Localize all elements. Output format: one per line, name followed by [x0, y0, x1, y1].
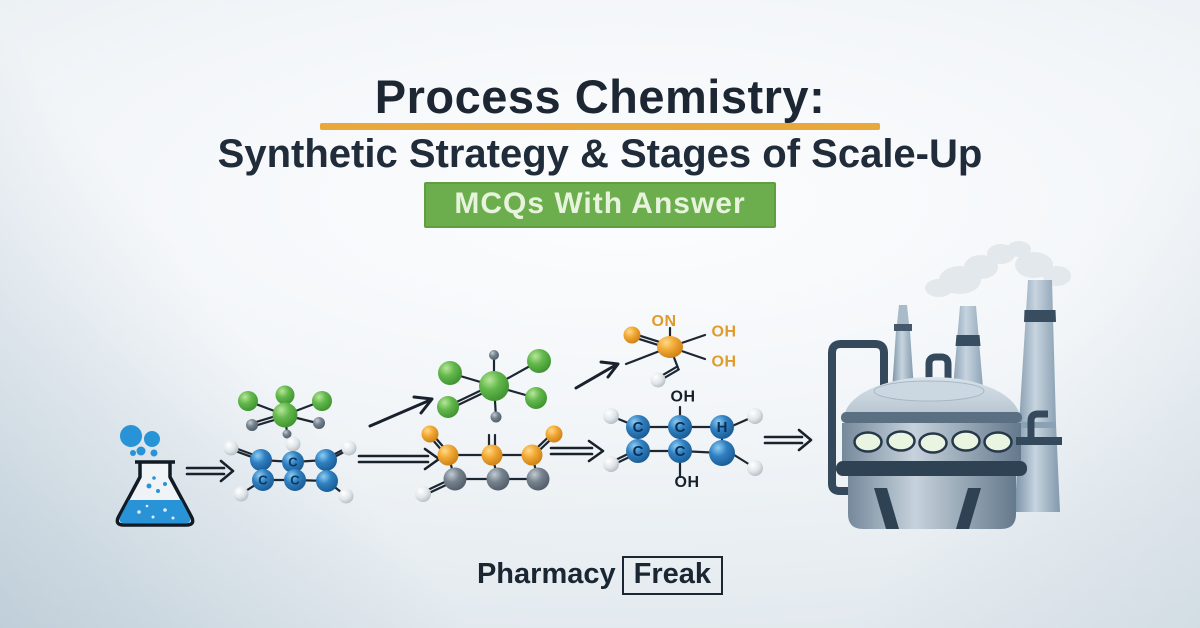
atom-label: C [675, 443, 686, 460]
molecule-green-small-icon [238, 385, 332, 439]
double-arrow-icon [549, 439, 605, 463]
vessel-handle [925, 353, 952, 381]
chimney-small [892, 305, 914, 390]
atom-label: C [633, 419, 644, 436]
flask-liquid [119, 500, 191, 524]
molecule-green-large-icon [437, 349, 551, 423]
flask-icon [115, 425, 195, 527]
smokestack-tall [1015, 280, 1060, 512]
atom-label: C [290, 473, 300, 488]
molecule-orange-slate-icon [415, 425, 563, 502]
atom-label: OH [675, 474, 700, 491]
double-arrow-icon [763, 428, 813, 452]
factory-illustration [828, 241, 1071, 529]
header: Process Chemistry: Synthetic Strategy & … [0, 70, 1200, 229]
brand-suffix: Freak [621, 556, 724, 595]
molecule-blue-hydroxyl-icon: OH OH C C H C C [603, 389, 763, 491]
molecule-blue-carbon-icon: C C C [223, 436, 357, 504]
diagonal-arrow-icon [574, 360, 620, 390]
reactor-vessel [836, 353, 1027, 529]
atom-label: C [633, 443, 644, 460]
atom-label: C [288, 455, 298, 470]
title-underline [320, 123, 880, 131]
atom-label: C [258, 473, 268, 488]
page-title: Process Chemistry: [374, 70, 826, 123]
smoke-icon [925, 241, 1071, 297]
double-arrow-icon [185, 459, 235, 483]
pipe-left [828, 340, 888, 495]
atom-label: OH [671, 389, 696, 406]
page-subtitle: Synthetic Strategy & Stages of Scale-Up [217, 132, 983, 177]
molecule-orange-labeled-icon: ON OH OH [623, 313, 737, 388]
porthole-windows [853, 430, 1013, 454]
brand-name: Pharmacy [476, 558, 616, 590]
vessel-leg [874, 488, 899, 529]
vessel-leg [956, 488, 981, 529]
diagonal-arrow-icon [368, 395, 434, 428]
atom-label: OH [712, 324, 737, 341]
pipe-right [1016, 410, 1062, 445]
atom-label: OH [712, 354, 737, 371]
atom-label: H [717, 419, 728, 436]
mcq-badge: MCQs With Answer [424, 182, 776, 229]
atom-label: C [675, 419, 686, 436]
atom-label: ON [652, 313, 677, 330]
flask-bubbles [120, 425, 160, 457]
